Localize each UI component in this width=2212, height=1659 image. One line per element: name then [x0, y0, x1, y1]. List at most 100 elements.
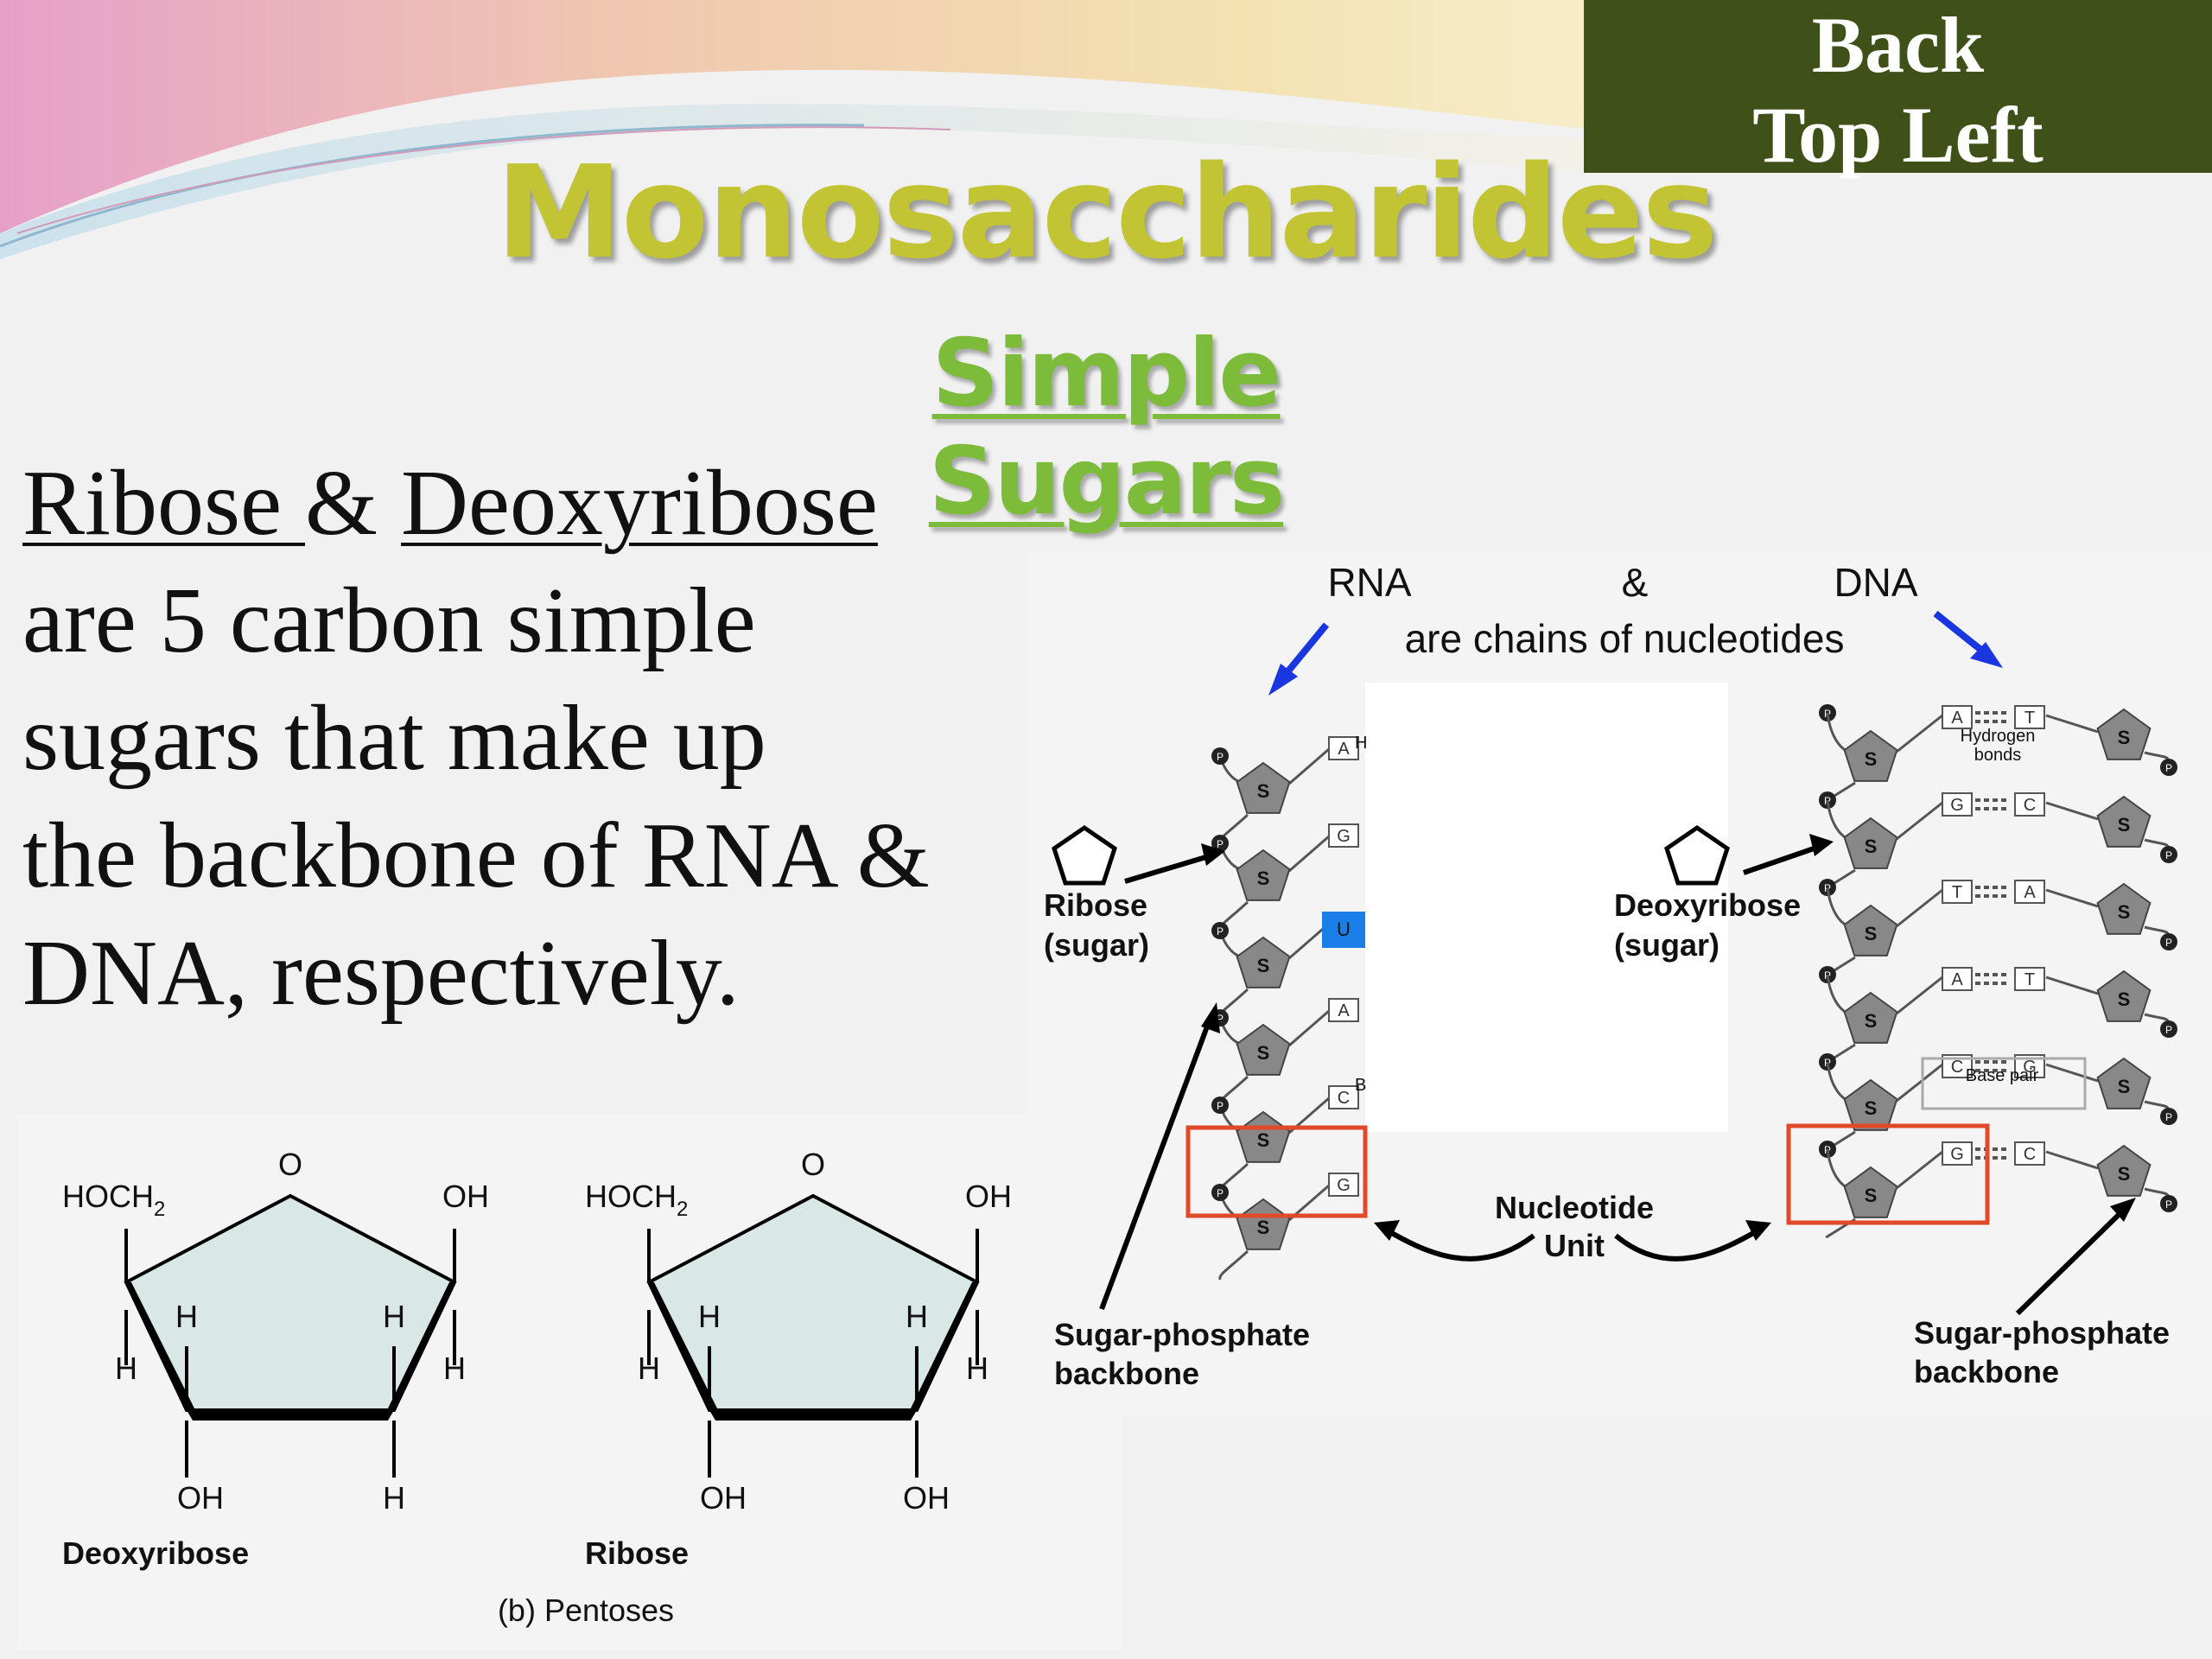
rna-base-link	[1288, 835, 1330, 873]
sugar-s-label: S	[2118, 901, 2131, 923]
back-top-left-button[interactable]: Back Top Left	[1584, 0, 2212, 179]
dna-right-sugar	[2096, 1057, 2152, 1109]
bonds-label: bonds	[1974, 746, 2022, 765]
base-box	[1942, 705, 1973, 729]
phosphate-circle	[2160, 1108, 2177, 1125]
sugar-s-label: S	[2118, 988, 2131, 1010]
deoxyribose-hoch2-label: HOCH2	[62, 1179, 165, 1221]
base-letter: G	[1337, 1176, 1351, 1195]
body-line-5: DNA, respectively.	[22, 922, 740, 1025]
deoxyribose-sugar-sub: (sugar)	[1614, 927, 1719, 963]
ribose-term: Ribose	[22, 452, 306, 555]
body-line-4: the backbone of RNA &	[22, 804, 930, 907]
partial-b-label: B	[1355, 1076, 1366, 1095]
sugar-s-label: S	[1865, 836, 1878, 857]
base-letter: C	[1338, 1089, 1350, 1108]
dna-left-sugar	[1843, 1166, 1898, 1218]
base-box	[2014, 880, 2045, 904]
phosphate-circle	[1211, 922, 1229, 939]
deoxyribose-o-label: O	[278, 1147, 302, 1182]
sugar-s-label: S	[1257, 1042, 1270, 1064]
dna-backbone-arrow	[2015, 1198, 2136, 1316]
rna-sugar	[1236, 1023, 1291, 1076]
hoch-text: HOCH	[62, 1179, 154, 1214]
rna-sugar	[1236, 849, 1291, 901]
ribose-h-outer-right: H	[966, 1351, 988, 1386]
base-box	[2014, 705, 2045, 729]
rna-backbone-link	[1218, 1249, 1249, 1281]
phosphate-circle	[1211, 1184, 1229, 1201]
ribose-h-inner-right: H	[906, 1299, 928, 1334]
sugar-s-label: S	[1865, 1010, 1878, 1032]
sugar-s-label: S	[1865, 923, 1878, 944]
sugar-s-label: S	[1257, 955, 1270, 976]
base-box	[1942, 967, 1973, 991]
ribose-hoch2-label: HOCH2	[585, 1179, 688, 1221]
dna-base-link	[2045, 714, 2099, 734]
base-letter: T	[1952, 883, 1962, 902]
slide-subtitle: Simple Sugars	[928, 320, 1285, 536]
body-line-3: sugars that make up	[22, 687, 766, 790]
sugar-s-label: S	[2118, 727, 2131, 748]
phosphate-circle	[2160, 759, 2177, 776]
deoxyribose-structure	[124, 1193, 457, 1478]
deoxyribose-caption: Deoxyribose	[62, 1535, 249, 1571]
ribose-sugar-sub: (sugar)	[1044, 927, 1149, 963]
dna-base-link	[2045, 888, 2099, 908]
dna-right-sugar	[2096, 969, 2152, 1022]
dna-backbone-sub: backbone	[1914, 1354, 2059, 1389]
base-letter: T	[2024, 709, 2035, 728]
phosphate-circle	[2160, 1020, 2177, 1038]
sugar-s-label: S	[1257, 1129, 1270, 1151]
phosphate-circle	[2160, 933, 2177, 950]
sugar-s-label: S	[2118, 1163, 2131, 1185]
base-letter: G	[1337, 827, 1351, 846]
ribose-caption: Ribose	[585, 1535, 689, 1571]
deoxyribose-h-inner-right: H	[383, 1299, 405, 1334]
ribose-h-outer-left: H	[638, 1351, 660, 1386]
rna-sugar	[1236, 761, 1291, 814]
dna-base-link	[1896, 888, 1943, 928]
sugar-s-label: S	[2118, 1076, 2131, 1097]
dna-right-sugar	[2096, 708, 2152, 760]
deoxyribose-pointer-arrow	[1743, 834, 1834, 875]
base-letter: C	[1951, 1058, 1963, 1077]
phosphate-p-label: P	[1217, 751, 1224, 763]
dna-base-link	[2045, 1063, 2099, 1083]
dna-nucleotide-box	[1786, 1123, 1990, 1225]
sugar-s-label: S	[1257, 868, 1270, 889]
top-left-label: Top Left	[1752, 91, 2044, 179]
dna-left-sugar	[1843, 904, 1898, 957]
dna-base-link	[1896, 801, 1943, 841]
base-box	[1328, 823, 1359, 848]
phosphate-circle	[1211, 747, 1229, 765]
phosphate-p-label: P	[1217, 925, 1224, 938]
base-letter: G	[1950, 1145, 1964, 1164]
rna-label: RNA	[1327, 560, 1411, 605]
rna-base-link	[1288, 747, 1330, 785]
hydrogen-label: Hydrogen	[1961, 727, 2036, 746]
dna-arrow	[1933, 610, 2003, 668]
sugar-s-label: S	[1865, 748, 1878, 770]
ribose-oh-bottom-left: OH	[700, 1480, 747, 1516]
base-box	[1942, 792, 1973, 817]
base-letter: G	[2023, 1058, 2037, 1077]
dna-base-link	[1896, 714, 1943, 753]
white-panel	[1365, 683, 1728, 1132]
base-box	[2014, 792, 2045, 817]
sugar-s-label: S	[2118, 814, 2131, 836]
body-line-2: are 5 carbon simple	[22, 569, 756, 672]
deoxyribose-h-inner-left: H	[175, 1299, 198, 1334]
phosphate-p-label: P	[2165, 1198, 2172, 1211]
hoch-text: HOCH	[585, 1179, 677, 1214]
nucleotide-unit-label: Nucleotide	[1495, 1190, 1654, 1225]
slide-title: Monosaccharides	[495, 138, 1719, 287]
base-letter: A	[2024, 883, 2036, 902]
ribose-oh-top: OH	[965, 1179, 1012, 1214]
rna-sugar	[1236, 936, 1291, 988]
rna-backbone-sub: backbone	[1054, 1356, 1199, 1391]
phosphate-p-label: P	[2165, 1024, 2172, 1036]
rna-backbone-label: Sugar-phosphate	[1054, 1317, 1310, 1352]
